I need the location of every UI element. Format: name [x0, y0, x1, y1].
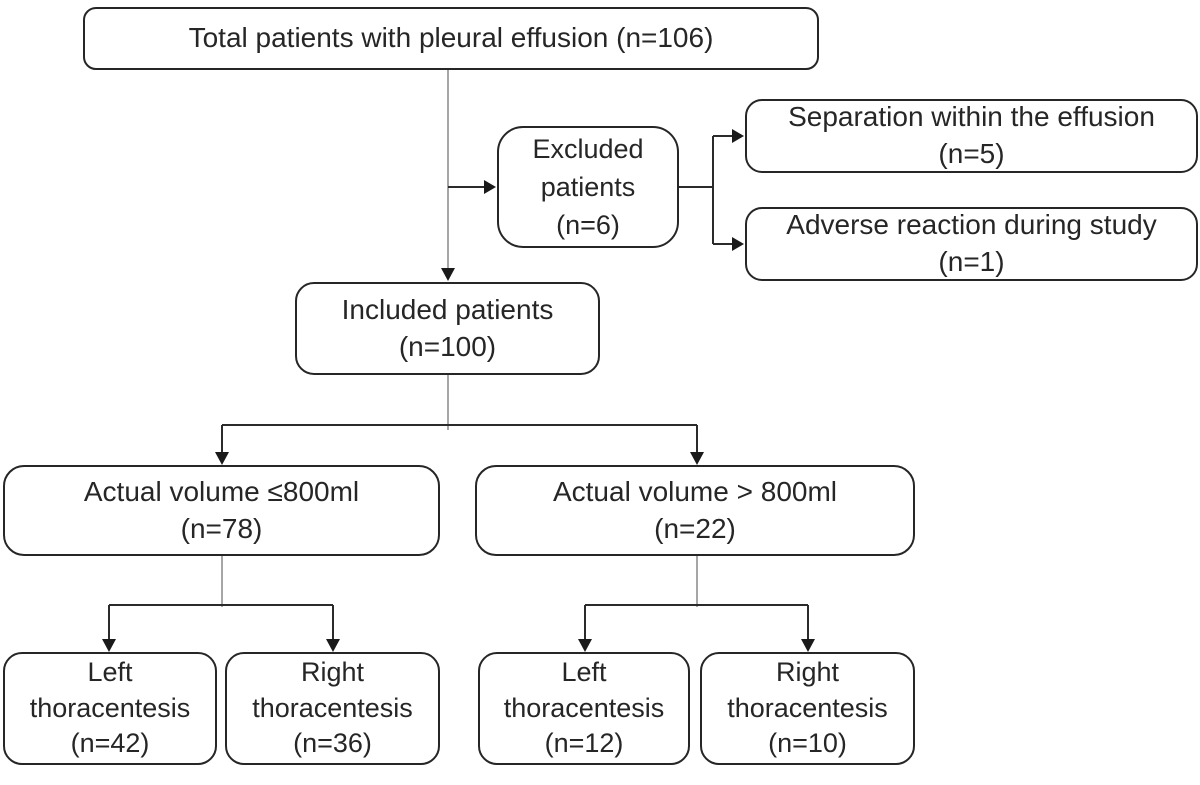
- node-high-right-thoracentesis: Right thoracentesis (n=10): [700, 652, 915, 765]
- arrowhead-into-high-right: [801, 639, 815, 652]
- node-high-left-thoracentesis: Left thoracentesis (n=12): [478, 652, 690, 765]
- arrowhead-into-included: [441, 268, 455, 281]
- node-adverse-reaction: Adverse reaction during study (n=1): [745, 207, 1198, 281]
- arrowhead-into-separation: [732, 129, 744, 143]
- arrowhead-into-excluded: [484, 180, 496, 194]
- node-volume-le-800ml: Actual volume ≤800ml (n=78): [3, 465, 440, 556]
- node-total-patients: Total patients with pleural effusion (n=…: [83, 7, 819, 70]
- node-excluded-patients: Excluded patients (n=6): [497, 126, 679, 248]
- arrowhead-into-low-left: [102, 639, 116, 652]
- node-included-patients: Included patients (n=100): [295, 282, 600, 375]
- arrowhead-into-adverse: [732, 237, 744, 251]
- node-separation-effusion: Separation within the effusion (n=5): [745, 99, 1198, 173]
- arrowhead-into-high-left: [578, 639, 592, 652]
- arrowhead-into-low-right: [326, 639, 340, 652]
- node-low-left-thoracentesis: Left thoracentesis (n=42): [3, 652, 217, 765]
- arrowhead-into-volume-low: [215, 452, 229, 465]
- node-volume-gt-800ml: Actual volume > 800ml (n=22): [475, 465, 915, 556]
- arrowhead-into-volume-high: [690, 452, 704, 465]
- node-low-right-thoracentesis: Right thoracentesis (n=36): [225, 652, 440, 765]
